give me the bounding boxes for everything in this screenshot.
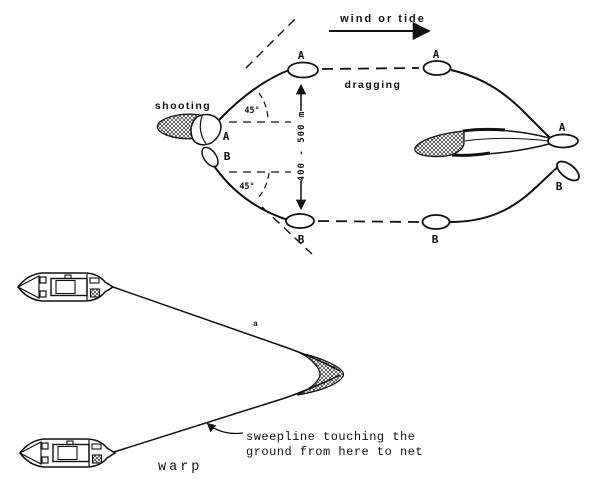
buoy-b-middle xyxy=(421,214,451,230)
shooting-rope-a xyxy=(218,69,290,121)
bottom-diagram-hauling: a sweepline touching the ground from her… xyxy=(17,272,423,475)
shooting-label: shooting xyxy=(155,100,211,112)
warp-label: warp xyxy=(158,460,202,475)
tangent-guide-bottom xyxy=(261,206,313,255)
sweepline-pointer-arrow xyxy=(206,422,244,435)
buoy-b-right-label: B xyxy=(556,180,563,193)
float-b-left-label: B xyxy=(224,150,231,163)
tangent-guide-top xyxy=(245,16,298,69)
sweepline-note-line1: sweepline touching the xyxy=(246,430,415,444)
buoy-b-middle-label: B xyxy=(432,233,439,246)
dragging-line-b xyxy=(317,220,420,223)
net-bag-right xyxy=(414,130,465,158)
angle-top-label: 45° xyxy=(244,106,259,116)
wind-or-tide-label: wind or tide xyxy=(339,13,426,25)
buoy-b-left xyxy=(285,213,315,229)
angle-bottom-label: 45° xyxy=(239,182,254,192)
buoy-a-middle xyxy=(422,60,452,76)
buoy-b-left-label: B xyxy=(298,233,305,246)
net-wing-lower-bold xyxy=(451,151,491,157)
distance-label: 400 - 500 m xyxy=(297,111,307,182)
dragging-label: dragging xyxy=(345,79,402,91)
sweepline-note-line2: ground from here to net xyxy=(246,445,423,459)
buoy-b-right xyxy=(556,160,580,182)
buoy-a-right xyxy=(547,133,579,149)
buoy-a-right-label: A xyxy=(559,121,566,134)
float-a-left-label: A xyxy=(223,130,230,143)
boat-upper xyxy=(17,272,114,302)
float-a-left xyxy=(190,113,222,146)
top-diagram-shooting-dragging: wind or tide shooting A B 45° 45° A B 40… xyxy=(155,13,580,255)
float-a-seam xyxy=(199,115,207,145)
dragging-line-a xyxy=(321,67,420,70)
rope-marker-label: a xyxy=(253,320,258,329)
tow-rope-b-right xyxy=(449,165,560,223)
net-bag-bottom xyxy=(296,352,345,396)
angle-arc-top xyxy=(258,92,269,122)
net-seam xyxy=(464,137,550,142)
warp-upper xyxy=(112,286,341,372)
angle-arc-bottom xyxy=(257,172,270,199)
buoy-a-left xyxy=(287,61,319,79)
buoy-a-middle-label: A xyxy=(433,48,440,61)
float-b-left xyxy=(201,146,219,168)
net-wing-upper-bold xyxy=(462,127,506,133)
tow-rope-a-right xyxy=(450,69,551,139)
shooting-rope-b xyxy=(213,165,289,221)
boat-lower xyxy=(19,438,116,468)
buoy-a-left-label: A xyxy=(298,49,305,62)
